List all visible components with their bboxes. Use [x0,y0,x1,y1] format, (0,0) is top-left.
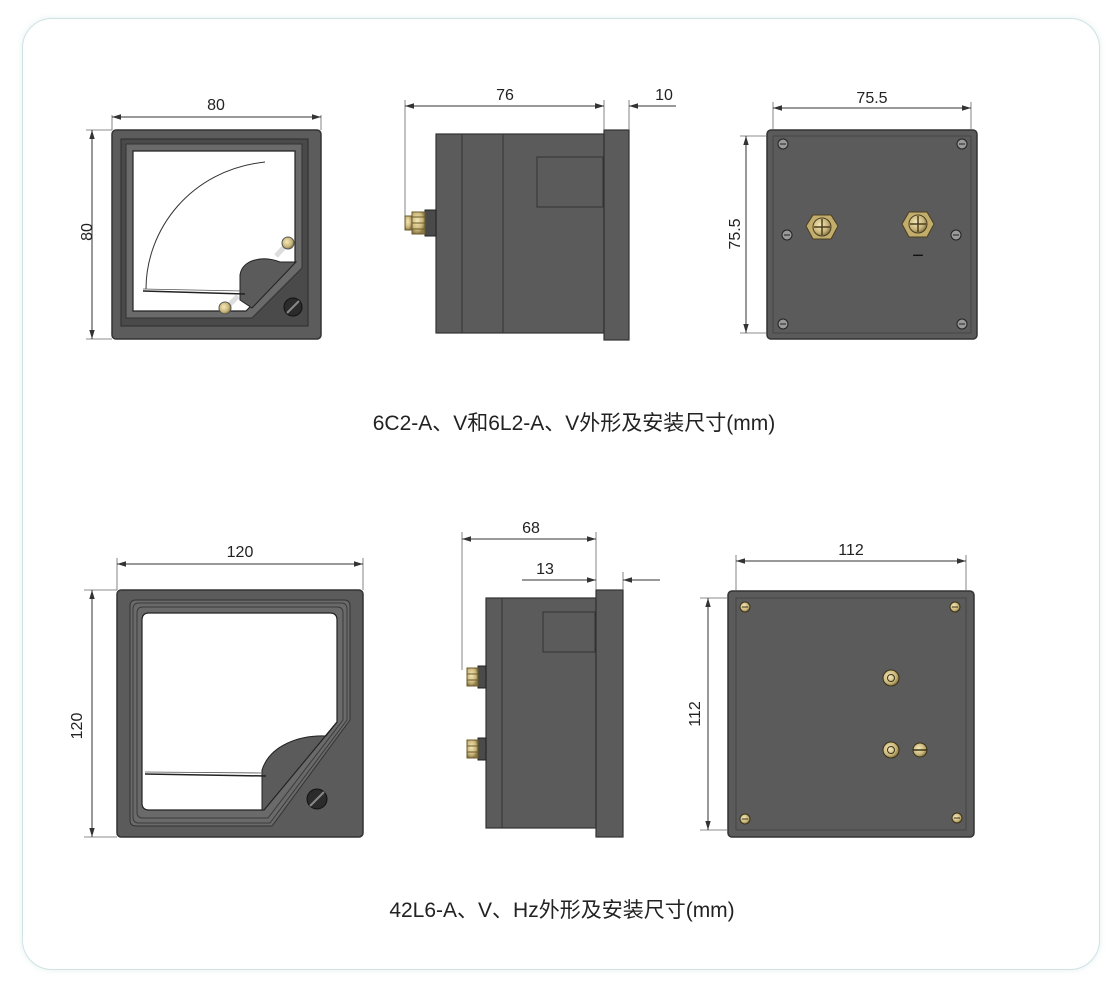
bottom-front-width-label: 120 [227,544,254,561]
minus-terminal-mark: − [912,245,924,267]
top-back-view: − [766,129,978,340]
bottom-front-height-label: 120 [69,713,86,740]
bottom-caption: 42L6-A、V、Hz外形及安装尺寸(mm) [389,899,734,922]
top-front-view [111,129,322,340]
top-side-depth-label: 76 [496,87,514,104]
top-side-view [404,129,630,341]
bottom-back-view [727,590,975,838]
top-back-height-label: 75.5 [727,218,744,249]
bottom-front-view [116,589,364,838]
top-caption: 6C2-A、V和6L2-A、V外形及安装尺寸(mm) [373,412,776,435]
top-side-flange-label: 10 [655,87,673,104]
bottom-back-height-label: 112 [687,701,704,727]
top-front-height-label: 80 [79,223,96,241]
top-back-width-label: 75.5 [856,90,887,107]
top-front-width-label: 80 [207,97,225,114]
bottom-side-depth-label: 68 [522,520,540,537]
bottom-back-width-label: 112 [838,542,864,559]
bottom-side-flange-label: 13 [536,561,554,578]
bottom-side-view [466,589,624,838]
